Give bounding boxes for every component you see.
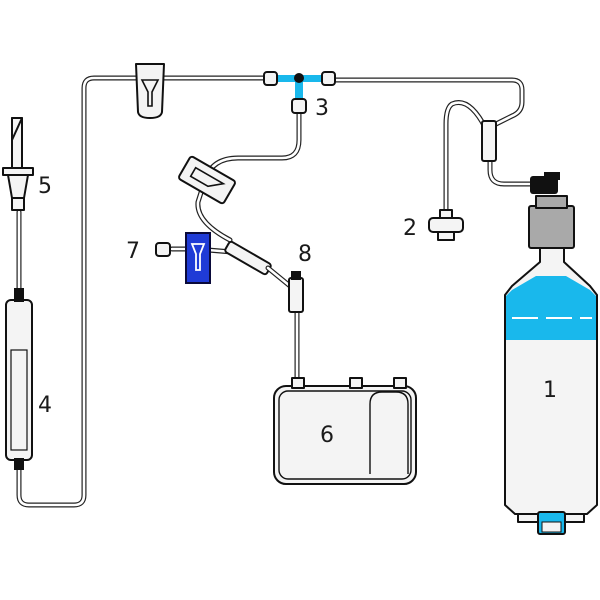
label-7: 7 (126, 239, 140, 264)
vent-line-clamp (481, 120, 497, 162)
label-3: 3 (315, 96, 329, 121)
drip-chamber (5, 288, 33, 470)
fluid-bottle (504, 172, 598, 535)
reservoir-bag (273, 377, 417, 485)
t-connector (263, 71, 336, 114)
label-8: 8 (298, 242, 312, 267)
vent-line-tubing (323, 77, 537, 215)
main-line-tubing (16, 75, 273, 508)
bottle-cap (528, 205, 575, 249)
blue-clamp (185, 232, 211, 284)
label-1: 1 (543, 378, 557, 403)
branch-line-tubing (195, 109, 302, 243)
spike (2, 117, 34, 211)
roller-clamp-main (135, 63, 165, 119)
roller-clamp-branch (178, 155, 236, 205)
air-filter (428, 209, 464, 241)
bottle-spike-connector (530, 176, 558, 194)
label-2: 2 (403, 216, 417, 241)
label-6: 6 (320, 423, 334, 448)
y-connector (224, 240, 304, 313)
label-4: 4 (38, 393, 52, 418)
bottle-liquid-band (506, 276, 596, 340)
side-port-clamp (155, 232, 211, 284)
label-5: 5 (38, 174, 52, 199)
